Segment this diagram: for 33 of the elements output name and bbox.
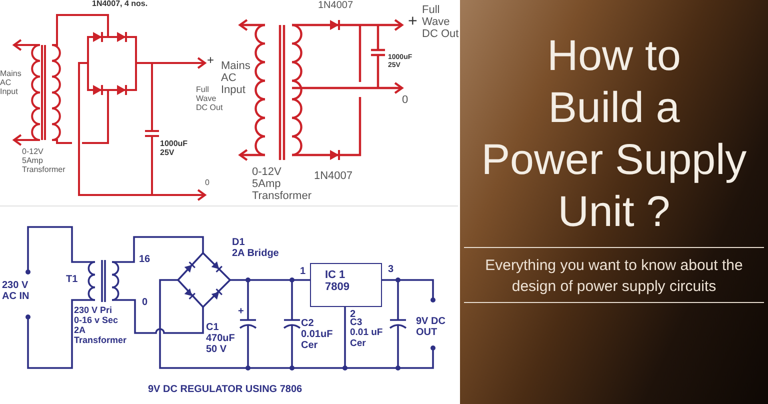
circuit-label: 0 [142, 297, 148, 308]
circuit-label: 2 [350, 309, 356, 320]
component-label: Full Wave DC Out [196, 86, 223, 112]
circuit-label: 1N4007 [318, 0, 354, 11]
component-label: C2 0.01uF Cer [301, 318, 333, 351]
component-label: Mains AC Input [221, 60, 250, 96]
circuit-label: 1N4007 [314, 170, 353, 182]
circuit-label: 16 [139, 254, 150, 265]
component-label: D1 2A Bridge [232, 237, 279, 259]
subtitle: Everything you want to know about the design of power supply circuits [484, 256, 744, 297]
component-label: 0-12V 5Amp Transformer [252, 166, 312, 202]
ic-label: IC 1 7809 [325, 269, 350, 294]
component-label: 230 V AC IN [2, 280, 30, 302]
component-label: 1000uF 25V [160, 140, 188, 158]
circuit-label: + [238, 306, 244, 317]
circuit-label: T1 [66, 274, 78, 285]
title: How to Build a Power Supply Unit ? [480, 31, 748, 238]
circuit-label: + [408, 13, 418, 31]
component-label: Mains AC Input [0, 70, 22, 96]
component-label: C1 470uF 50 V [206, 322, 235, 355]
circuit-label: 0 [402, 94, 408, 106]
component-label: 230 V Pri 0-16 v Sec 2A Transformer [74, 306, 127, 346]
component-label: 0-12V 5Amp Transformer [22, 148, 66, 174]
circuit-label: 0 [205, 179, 210, 188]
component-label: C3 0.01 uF Cer [350, 318, 383, 350]
circuit-label: 3 [388, 264, 394, 275]
component-label: Full Wave DC Out [422, 4, 459, 40]
circuit-label: 1 [300, 266, 306, 277]
circuit-label: 1N4007, 4 nos. [92, 0, 148, 9]
regulator-ic-box [310, 263, 382, 307]
circuit-label: 9V DC REGULATOR USING 7806 [148, 384, 302, 395]
circuit-label: + [207, 54, 214, 68]
component-label: 9V DC OUT [416, 316, 446, 338]
